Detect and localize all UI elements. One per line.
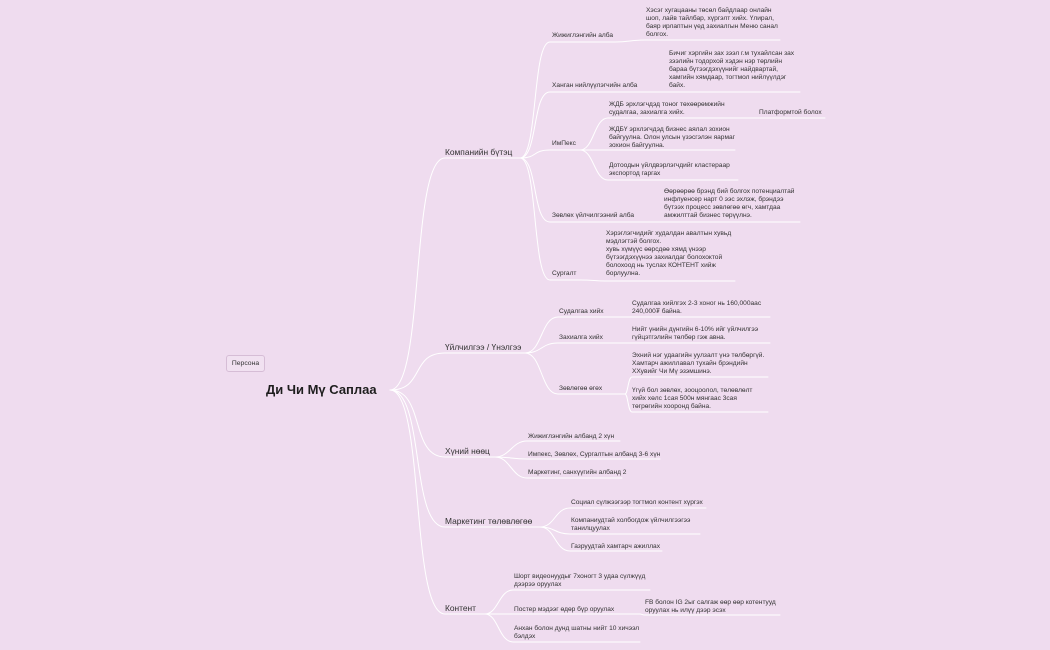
node-research-price[interactable]: Судалгаа хийлгэх 2-3 хоног нь 160,000аас… [632,300,762,315]
node-impex-platform[interactable]: Платформтой болох [759,109,822,116]
node-advice-free-meeting[interactable]: Эхний нэг удаагийн уулзалт үнэ төлбөргүй… [632,352,765,375]
node-order[interactable]: Захиалга хийх [559,334,603,341]
node-retail-department[interactable]: Жижиглэнгийн алба [552,32,614,39]
node-hr-marketing[interactable]: Маркетинг, санхүүгийн албанд 2 [528,469,627,476]
node-retail-note[interactable]: Хэсэг хугацааны төсөл байдлаар онлайн шо… [646,7,778,38]
node-consulting-department[interactable]: Зөвлөх үйлчилгээний алба [552,212,635,219]
node-impex[interactable]: ИмПекс [552,140,576,147]
branch-content[interactable]: Контент [445,603,477,613]
node-training[interactable]: Сургалт [552,270,577,277]
node-supply-department[interactable]: Ханган нийлүүлэгчийн алба [552,82,638,89]
branch-human-resources[interactable]: Хүний нөөц [445,446,490,456]
branch-company-structure[interactable]: Компанийн бүтэц [445,147,513,157]
node-supply-note[interactable]: Бичиг хэргийн зах зээл г.м тухайлсан зах… [669,50,795,89]
branch-service-pricing[interactable]: Үйлчилгээ / Үнэлгээ [445,342,522,352]
node-advice[interactable]: Зөвлөгөө өгөх [559,385,603,392]
node-research[interactable]: Судалгаа хийх [559,308,604,315]
node-consulting-note[interactable]: Өөрөөрөө брэнд бий болгох потенциалтай и… [664,188,795,219]
node-training-note[interactable]: Хэрэглэгчидийг худалдан авалтын хувьд мэ… [606,230,732,277]
node-marketing-social[interactable]: Социал сүлжээгээр тогтмол контент хүргэх [571,499,703,506]
node-content-fb-ig[interactable]: FB болон IG 2ыг салгаж өөр өөр котентууд… [645,599,776,614]
node-content-posters[interactable]: Постер мэдээг өдөр бүр оруулах [514,606,615,613]
node-hr-retail[interactable]: Жижиглэнгийн албанд 2 хүн [528,433,615,440]
node-hr-impex[interactable]: Импекс, Зөвлөх, Сургалтын албанд 3-6 хүн [528,451,661,458]
node-advice-fee[interactable]: Үгүй бол зөвлөх, зооцоолол, төлөвлөлт хи… [632,387,753,410]
node-impex-equipment[interactable]: ЖДБ эрхлэгчдэд тоног төхөөрөмжийн судалг… [609,101,725,116]
branch-marketing-plan[interactable]: Маркетинг төлөвлөгөө [445,516,533,526]
node-content-lessons[interactable]: Анхан болон дунд шатны нийт 10 хичээл бэ… [514,625,640,640]
node-order-fee[interactable]: Нийт үнийн дүнгийн 6-10% ийг үйлчилгээ г… [632,326,759,341]
node-marketing-partners[interactable]: Газруудтай хамтарч ажиллах [571,543,661,550]
node-content-shorts[interactable]: Шорт видеонуудыг 7хоногт 3 удаа сүлжүүд … [514,573,646,588]
node-impex-export-cluster[interactable]: Дотоодын үйлдвэрлэгчдийг кластераар эксп… [609,162,730,177]
root-node-title[interactable]: Ди Чи Мү Саплаа [266,382,377,397]
persona-node[interactable]: Персона [226,355,265,372]
node-marketing-companies[interactable]: Компаниудтай холбогдож үйлчилгээгээ тани… [571,517,691,532]
node-impex-business-trip[interactable]: ЖДБҮ эрхлэгчдэд бизнес аялал зохион байг… [609,126,736,149]
